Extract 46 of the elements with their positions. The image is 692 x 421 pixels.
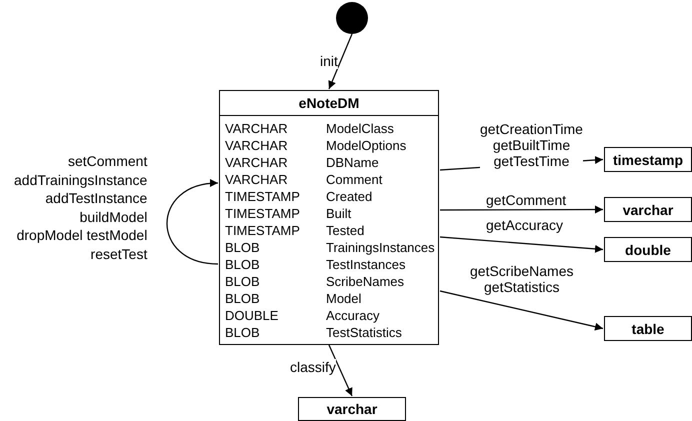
attribute-type: BLOB [225,324,260,341]
attribute-type: VARCHAR [225,137,288,154]
edge-label: getScribeNames getStatistics [470,263,574,295]
type-box: double [604,237,692,262]
attribute-type: BLOB [225,239,260,256]
attribute-name: ScribeNames [326,273,404,290]
edge-label: getAccuracy [486,217,564,233]
arrow [166,180,218,265]
attribute-name: Model [326,290,362,307]
attribute-name: DBName [326,154,379,171]
attribute-type: VARCHAR [225,171,288,188]
attribute-type: VARCHAR [225,154,288,171]
attribute-name: Created [326,188,372,205]
arrow [440,206,603,214]
edge-label: classify [290,359,336,375]
attribute-type: BLOB [225,290,260,307]
attribute-type: VARCHAR [225,120,288,137]
attribute-name: TestInstances [326,256,406,273]
type-box: table [604,316,692,341]
class-box [219,90,439,345]
attribute-type: TIMESTAMP [225,188,300,205]
edge-label: getCreationTime getBuiltTime getTestTime [480,121,583,169]
attribute-name: Accuracy [326,307,380,324]
attribute-name: TestStatistics [326,324,402,341]
start-circle [336,2,368,34]
edge-label: getComment [486,192,566,208]
attribute-type: TIMESTAMP [225,205,300,222]
arrow [328,34,353,90]
attribute-type: DOUBLE [225,307,278,324]
arrow [440,290,604,331]
edge-label: init [320,53,338,69]
attribute-type: TIMESTAMP [225,222,300,239]
attribute-name: Built [326,205,352,222]
arrow [328,344,353,396]
type-box: varchar [298,397,406,421]
attribute-name: ModelClass [326,120,394,137]
type-box: varchar [604,197,692,222]
attribute-type: BLOB [225,256,260,273]
attribute-name: TrainingsInstances [326,239,435,256]
attribute-name: Tested [326,222,364,239]
attribute-type: BLOB [225,273,260,290]
class-name: eNoteDM [298,95,360,111]
attribute-name: Comment [326,171,382,188]
attribute-name: ModelOptions [326,137,406,154]
type-box: timestamp [604,147,692,172]
arrow [440,236,604,253]
